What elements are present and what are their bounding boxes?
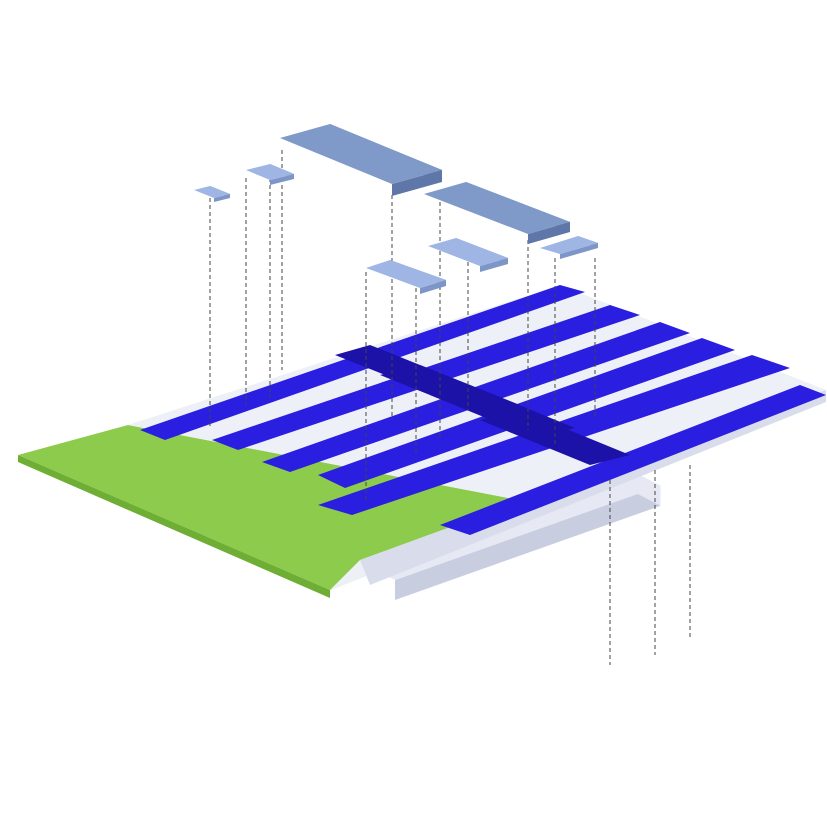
volume-large-2 [424, 182, 570, 244]
volume-small-3 [366, 260, 446, 294]
volume-large-1-top-face [280, 124, 442, 184]
volume-small-4 [428, 238, 508, 272]
leader-lines [209, 150, 691, 665]
volume-small-2 [194, 186, 230, 202]
blue-strips [140, 285, 826, 535]
volume-small-4-front-face [480, 258, 508, 272]
volume-small-1-top-face [246, 164, 294, 180]
green-plane-edge [18, 455, 330, 598]
blue-ridge-4 [480, 410, 630, 465]
blue-strip-6 [440, 385, 826, 535]
volume-large-2-top-face [424, 182, 570, 234]
beam-front-front-face [395, 485, 661, 600]
volume-small-4-top-face [428, 238, 508, 266]
volume-large-1 [280, 124, 442, 196]
volume-small-2-top-face [194, 186, 230, 198]
volume-small-1 [246, 164, 294, 185]
volume-small-5-front-face [560, 243, 598, 259]
volume-small-1-front-face [270, 174, 294, 185]
volume-small-5 [540, 236, 598, 259]
volume-small-5-top-face [540, 236, 598, 254]
floating-volumes [194, 124, 598, 294]
volume-small-3-top-face [366, 260, 446, 288]
